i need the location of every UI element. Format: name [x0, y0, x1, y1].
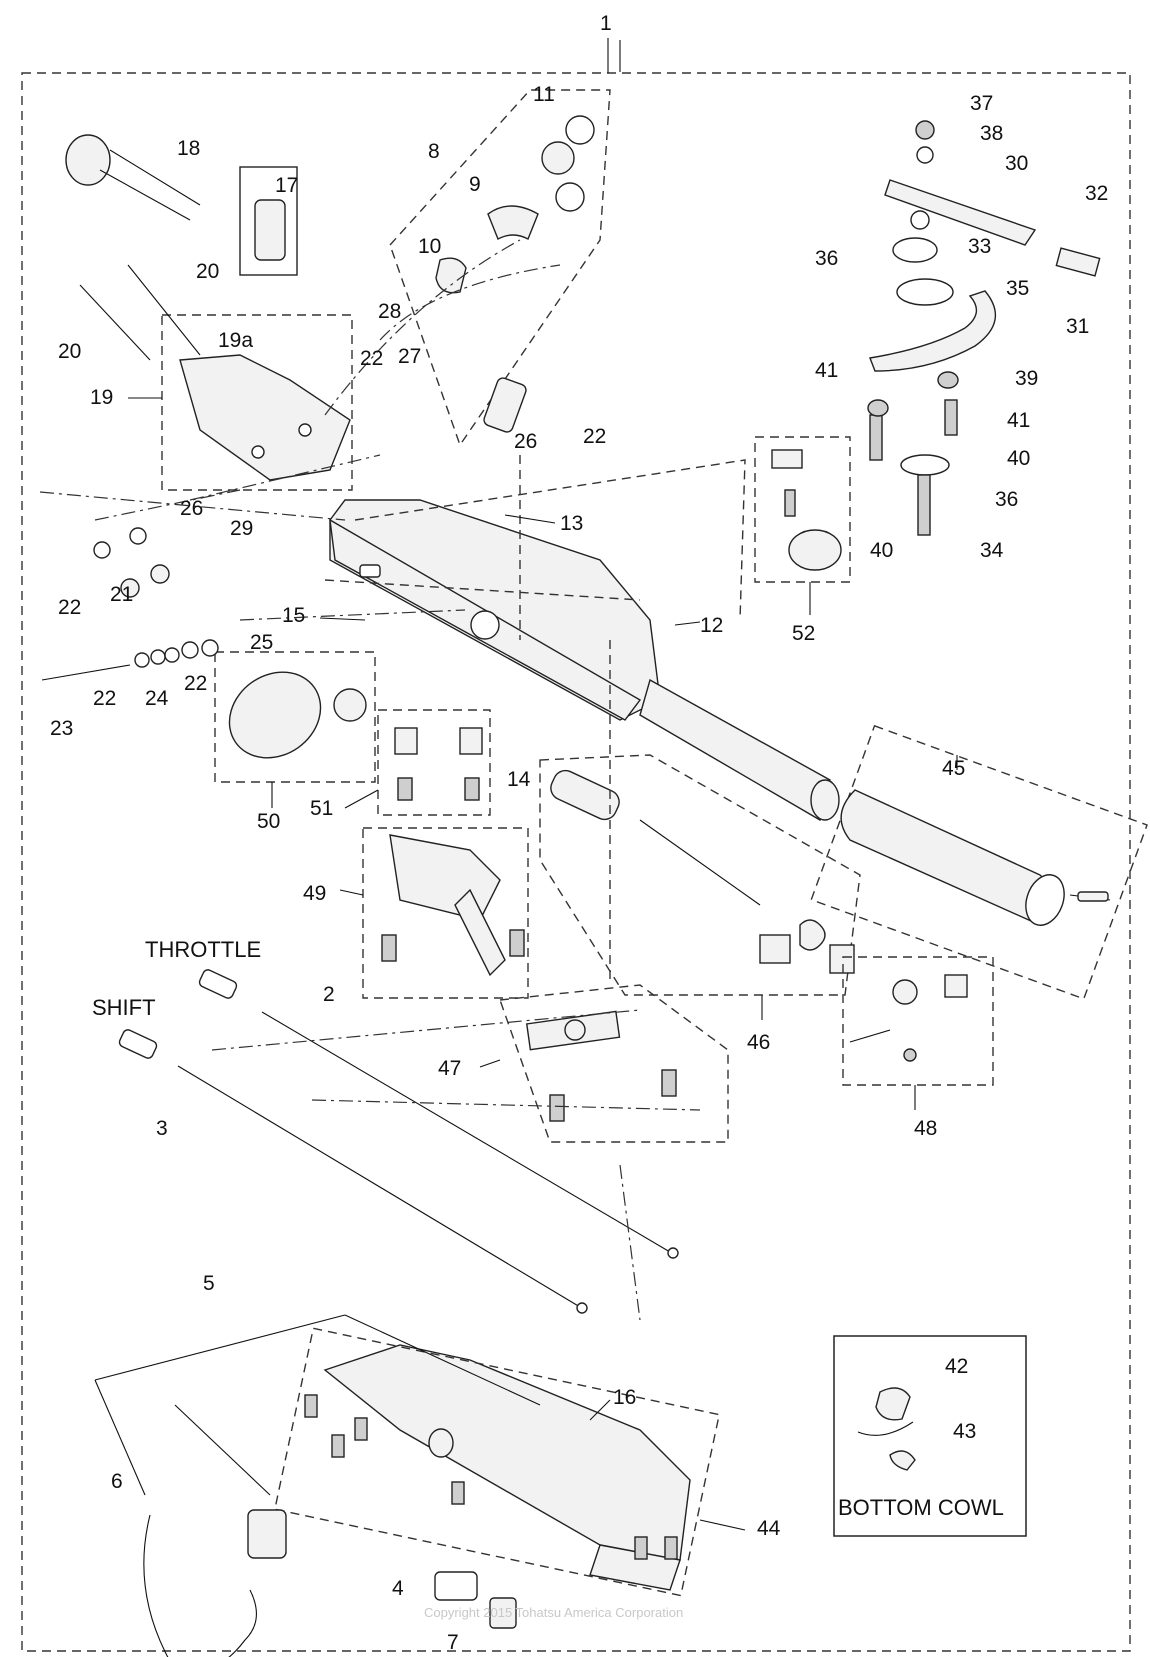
callout-24: 24: [145, 687, 169, 710]
callout-31: 31: [1066, 315, 1089, 338]
upper-bracket: [79, 264, 353, 491]
friction-plate-stack: [867, 120, 1101, 536]
group-line: [324, 239, 561, 416]
callout-33: 33: [968, 235, 991, 258]
bottom-cowl-label: BOTTOM COWL: [838, 1495, 1004, 1520]
pivot-bolt-stack: [41, 527, 219, 681]
callout-19a: 19a: [218, 329, 253, 352]
callout-36a: 36: [815, 247, 838, 270]
callout-22d: 22: [93, 687, 116, 710]
callout-9: 9: [469, 173, 481, 196]
callout-30: 30: [1005, 152, 1028, 175]
callout-22e: 22: [184, 672, 207, 695]
callout-48: 48: [914, 1117, 937, 1140]
shift-mechanism: [499, 984, 729, 1143]
callout-25: 25: [250, 631, 273, 654]
callout-21: 21: [110, 583, 133, 606]
callout-42: 42: [945, 1355, 968, 1378]
callout-44: 44: [757, 1517, 781, 1540]
callout-5: 5: [203, 1272, 215, 1295]
callout-43: 43: [953, 1420, 976, 1443]
callout-37: 37: [970, 92, 993, 115]
bottom-cover: [274, 1327, 721, 1597]
callout-52: 52: [792, 622, 815, 645]
callout-14: 14: [507, 768, 531, 791]
callout-13: 13: [560, 512, 583, 535]
callout-11: 11: [533, 83, 555, 106]
callout-45: 45: [942, 757, 965, 780]
callout-35: 35: [1006, 277, 1029, 300]
callout-leaders: [128, 40, 958, 1531]
callout-51: 51: [310, 797, 333, 820]
throttle-grip: [810, 724, 1148, 1000]
callout-36b: 36: [995, 488, 1018, 511]
callout-8: 8: [428, 140, 440, 163]
callout-10: 10: [418, 235, 441, 258]
tiller-handle-body: [329, 499, 840, 822]
callout-1: 1: [600, 12, 612, 35]
throttle-label: THROTTLE: [145, 937, 261, 962]
group-line: [324, 455, 746, 985]
callout-16: 16: [613, 1386, 636, 1409]
callout-28: 28: [378, 300, 401, 323]
callout-18: 18: [177, 137, 200, 160]
callout-6: 6: [111, 1470, 123, 1493]
callout-46: 46: [747, 1031, 770, 1054]
group-line: [39, 454, 466, 621]
callout-2: 2: [323, 983, 335, 1006]
friction-assembly: [842, 956, 994, 1086]
callout-3: 3: [156, 1117, 168, 1140]
throttle-shaft-assembly: [539, 754, 861, 996]
callout-7: 7: [447, 1631, 459, 1654]
shift-label: SHIFT: [92, 995, 156, 1020]
callout-20b: 20: [58, 340, 81, 363]
callout-34: 34: [980, 539, 1004, 562]
callout-22c: 22: [58, 596, 81, 619]
callout-17: 17: [275, 174, 298, 197]
callout-49: 49: [303, 882, 326, 905]
emergency-stop-assembly: [94, 1314, 541, 1657]
assembly-boundary: [21, 72, 1131, 1652]
callout-47: 47: [438, 1057, 461, 1080]
copyright-notice: Copyright 2015 Tohatsu America Corporati…: [424, 1605, 683, 1620]
group-line: [211, 1009, 701, 1321]
callout-27: 27: [398, 345, 421, 368]
throttle-lever-assembly: [362, 827, 529, 999]
callout-38: 38: [980, 122, 1003, 145]
callout-26a: 26: [514, 430, 537, 453]
callout-41a: 41: [815, 359, 838, 382]
callout-15: 15: [282, 604, 305, 627]
callout-19: 19: [90, 386, 113, 409]
main-switch-group: [389, 89, 611, 447]
callout-20a: 20: [196, 260, 219, 283]
callout-40a: 40: [870, 539, 893, 562]
bracket-set: [377, 709, 491, 816]
control-cables: [118, 969, 679, 1314]
callout-39: 39: [1015, 367, 1038, 390]
stop-switch-assembly: [214, 651, 376, 783]
callout-26b: 26: [180, 497, 203, 520]
callout-12: 12: [700, 614, 723, 637]
callout-22b: 22: [583, 425, 606, 448]
callout-50: 50: [257, 810, 280, 833]
callout-40b: 40: [1007, 447, 1030, 470]
bottom-cowl-detail: [833, 1335, 1027, 1537]
callout-22a: 22: [360, 347, 383, 370]
callout-41b: 41: [1007, 409, 1030, 432]
sensor-bracket: [754, 436, 851, 583]
callout-29: 29: [230, 517, 253, 540]
callout-23: 23: [50, 717, 73, 740]
callout-32: 32: [1085, 182, 1108, 205]
callout-4: 4: [392, 1577, 404, 1600]
wiring-harness: [65, 134, 298, 276]
